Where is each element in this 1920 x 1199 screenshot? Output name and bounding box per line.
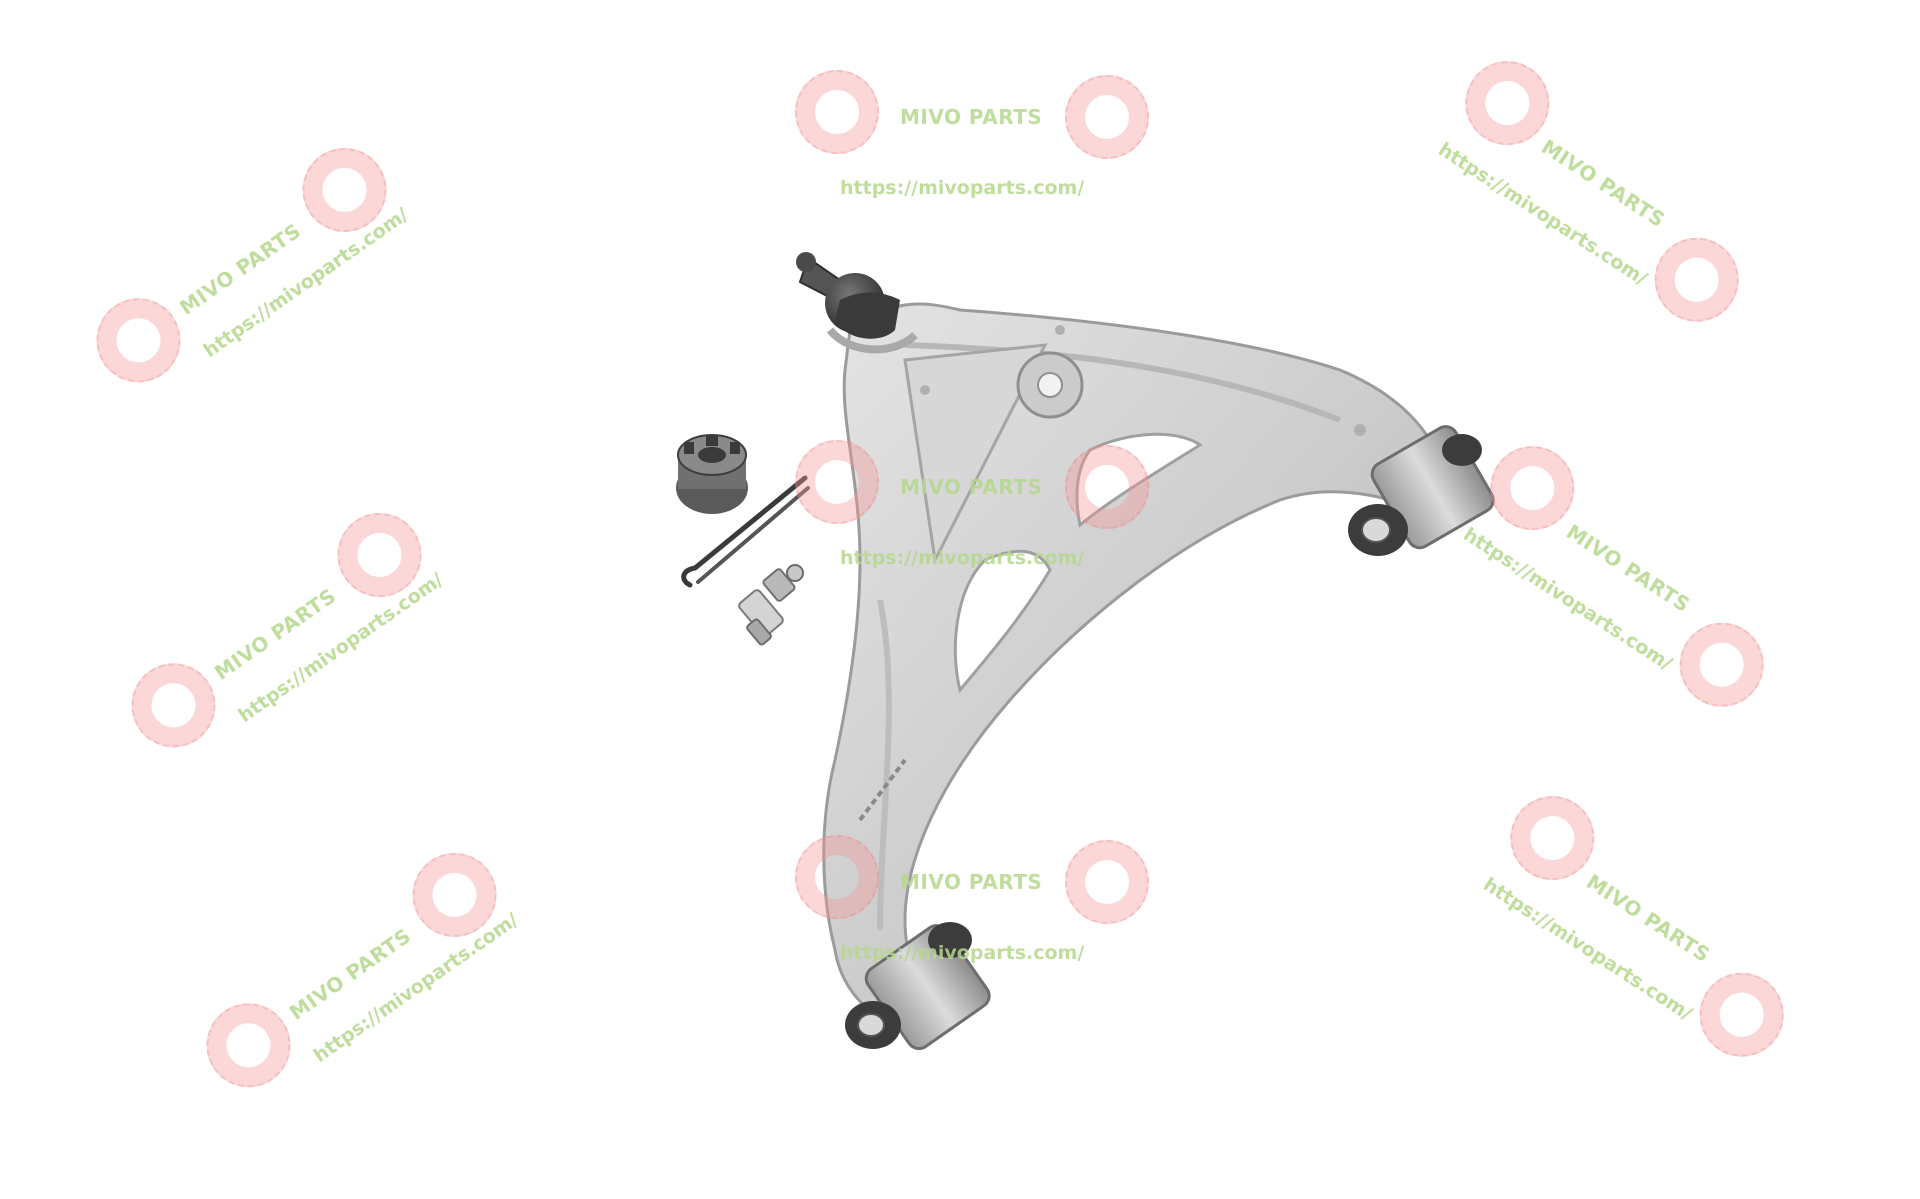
- rear-bushing: [1348, 425, 1495, 556]
- castle-nut: [676, 434, 748, 514]
- ball-joint: [796, 252, 918, 354]
- control-arm-image: [676, 252, 1495, 1051]
- product-photo-canvas: MIVO PARTS https://mivoparts.com/ MIVO P…: [0, 0, 1920, 1080]
- grease-fitting: [738, 564, 804, 646]
- cotter-pin: [681, 475, 810, 588]
- front-bushing: [845, 922, 991, 1051]
- arm-body: [822, 302, 1447, 1022]
